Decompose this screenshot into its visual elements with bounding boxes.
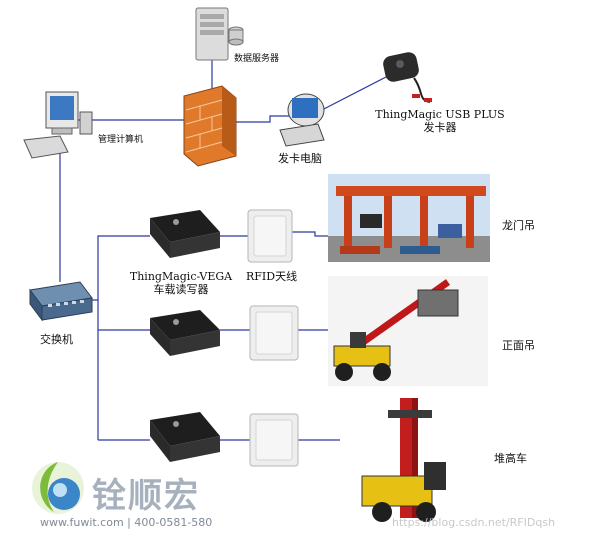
card-pc-label: 发卡电脑: [278, 152, 322, 165]
firewall-icon: [183, 85, 237, 167]
vega-reader-icon: [150, 310, 220, 356]
company-logo-name: 铨顺宏: [92, 476, 200, 516]
stacker-label: 堆高车: [494, 452, 527, 465]
reach-stacker-label: 正面吊: [502, 339, 535, 352]
gantry-crane-label: 龙门吊: [502, 219, 535, 232]
stacker-image: [361, 398, 446, 522]
vega-reader-label-line1: ThingMagic-VEGA: [129, 270, 233, 283]
company-contact: www.fuwit.com | 400-0581-580: [40, 516, 213, 529]
db-server-label: 数据服务器: [234, 54, 280, 64]
watermark-text: https://blog.csdn.net/RFIDqsh: [392, 516, 556, 529]
server-icon: [195, 7, 244, 61]
admin-pc-label: 管理计算机: [98, 135, 144, 145]
usb-reader-label-line1: ThingMagic USB PLUS: [375, 108, 505, 121]
connection-lines: [59, 60, 389, 441]
vega-reader-icon: [150, 210, 220, 258]
gantry-crane-image: [328, 174, 490, 262]
usb-reader-label: ThingMagic USB PLUS 发卡器: [374, 108, 506, 134]
rfid-antenna-label: RFID天线: [246, 270, 298, 283]
card-pc-icon: [279, 93, 325, 147]
vega-reader-icon: [150, 412, 220, 462]
vega-reader-label: ThingMagic-VEGA 车载读写器: [126, 270, 236, 296]
rfid-antenna-icon: [249, 305, 299, 361]
switch-icon: [29, 281, 93, 322]
usb-reader-icon: [383, 52, 432, 103]
company-logo-icon: [32, 462, 84, 514]
rfid-antenna-icon: [247, 209, 293, 263]
admin-computer-icon: [23, 91, 93, 159]
reach-stacker-image: [328, 276, 488, 386]
rfid-antenna-icon: [249, 413, 299, 467]
vega-reader-label-line2: 车载读写器: [153, 283, 209, 296]
usb-reader-label-line2: 发卡器: [423, 121, 457, 134]
switch-label: 交换机: [40, 333, 73, 346]
